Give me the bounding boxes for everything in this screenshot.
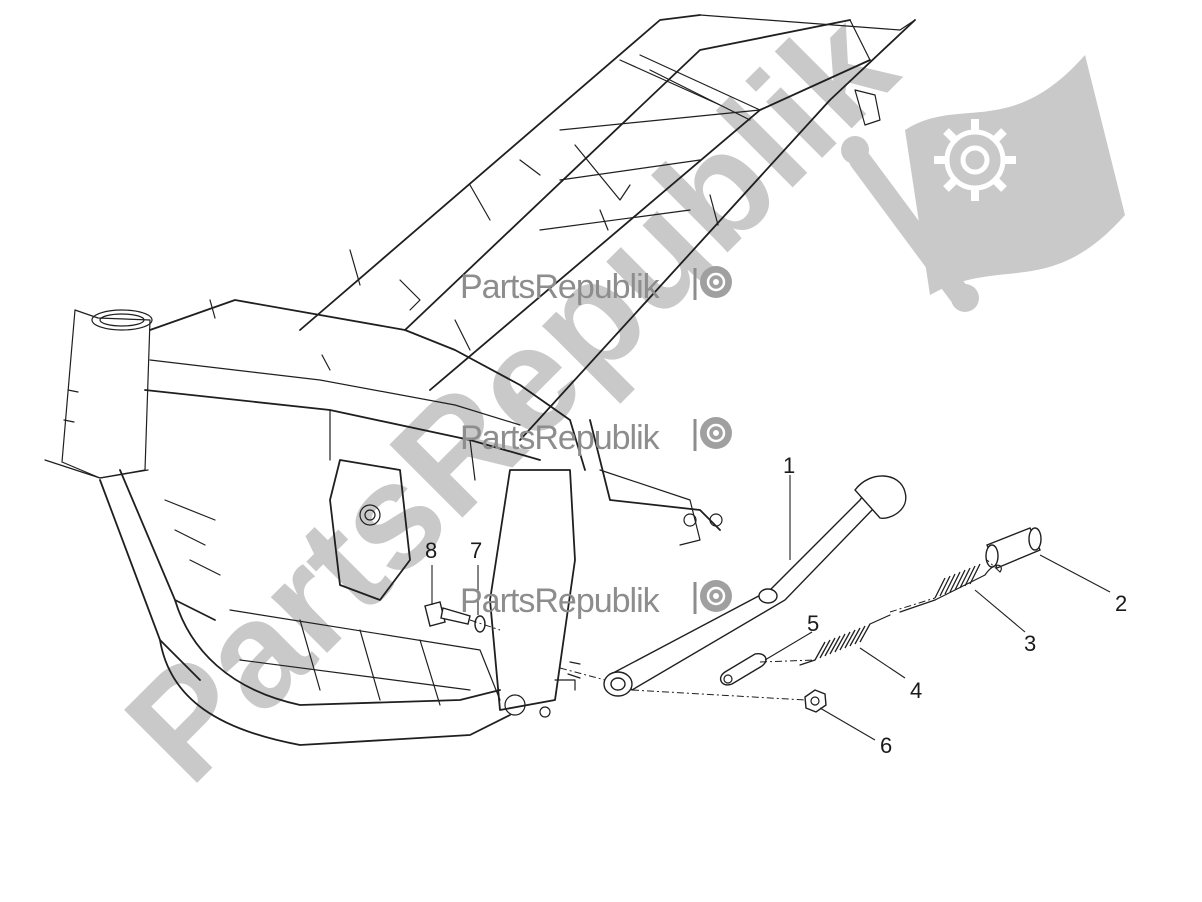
bolt-part — [424, 601, 471, 627]
callout-6: 6 — [880, 733, 892, 758]
inner-spring — [799, 614, 891, 666]
sleeve-part — [985, 527, 1042, 569]
callout-4: 4 — [910, 678, 922, 703]
washer-part — [474, 615, 486, 633]
watermark-text: PartsRepublik — [460, 419, 661, 457]
watermark-2: PartsRepublik — [460, 417, 732, 457]
callout-1: 1 — [783, 453, 795, 478]
big-watermark-text: PartsRepublik — [94, 0, 926, 813]
callout-2: 2 — [1115, 591, 1127, 616]
gear-icon — [700, 266, 732, 298]
callout-3: 3 — [1024, 631, 1036, 656]
side-stand-assembly — [424, 475, 1042, 713]
motorcycle-frame — [44, 14, 916, 746]
callout-5: 5 — [807, 611, 819, 636]
gear-icon — [700, 580, 732, 612]
callout-8: 8 — [425, 538, 437, 563]
watermark-text: PartsRepublik — [460, 268, 661, 306]
watermark-1: PartsRepublik — [460, 266, 732, 306]
gear-icon — [700, 417, 732, 449]
small-watermarks: PartsRepublik PartsRepublik PartsRepubli… — [460, 266, 732, 620]
callout-7: 7 — [470, 538, 482, 563]
watermark-text: PartsRepublik — [460, 582, 661, 620]
nut-part — [804, 689, 827, 713]
spring-plate — [719, 652, 767, 686]
watermark-3: PartsRepublik — [460, 580, 732, 620]
outer-spring — [899, 563, 1002, 613]
callout-numbers: 1 2 3 4 5 6 7 8 — [425, 453, 1127, 758]
side-stand-leg — [603, 475, 907, 697]
gear-flag-logo-icon — [841, 55, 1125, 312]
callout-leaders — [431, 475, 1111, 741]
